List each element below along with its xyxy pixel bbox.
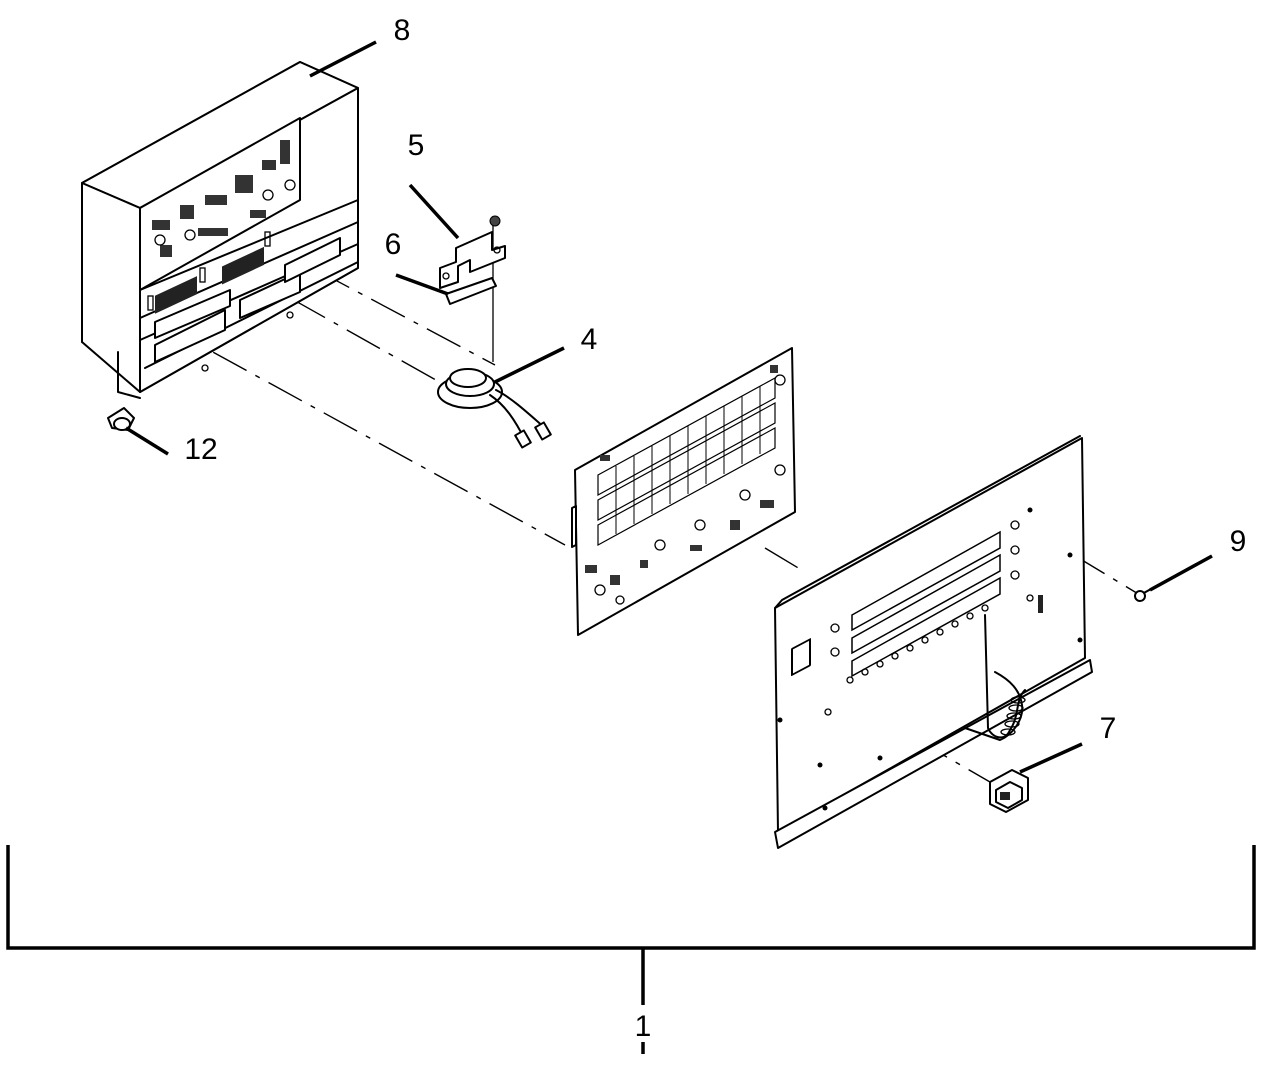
front-panel <box>774 435 1093 849</box>
callout-6: 6 <box>385 228 402 261</box>
callout-12: 12 <box>184 433 217 466</box>
speaker-part-4 <box>437 368 552 449</box>
bracket-part-5 <box>439 215 506 289</box>
callout-9: 9 <box>1230 525 1247 558</box>
callout-5: 5 <box>408 129 425 162</box>
pad-part-6 <box>445 277 497 305</box>
callout-1: 1 <box>635 1010 652 1043</box>
callout-8: 8 <box>394 14 411 47</box>
harness-part-7 <box>964 614 1029 813</box>
control-board <box>571 347 796 636</box>
callout-7: 7 <box>1100 712 1117 745</box>
clip-part-12 <box>107 407 135 431</box>
callout-4: 4 <box>581 323 598 356</box>
enclosure-box <box>81 61 359 399</box>
assembly-bracket-1 <box>6 845 1256 1054</box>
leader-lines <box>125 40 1213 774</box>
